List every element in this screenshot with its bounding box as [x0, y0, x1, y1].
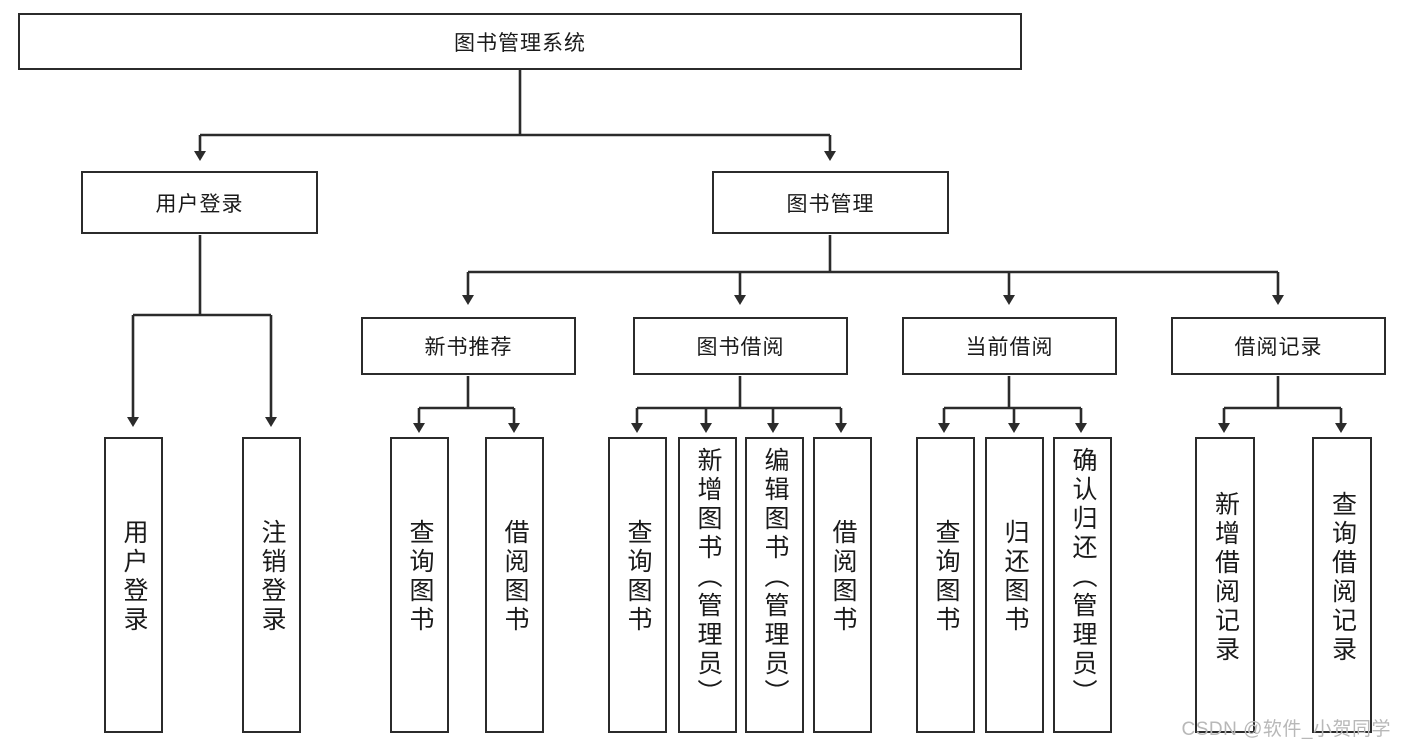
leaf-logout-login-label: 注销登录: [258, 519, 286, 635]
leaf-query-record-label: 查询借阅记录: [1328, 491, 1357, 665]
node-book-manage[interactable]: 图书管理: [712, 171, 949, 234]
leaf-edit-book-label: 编辑图书（管理员）: [761, 447, 789, 708]
leaf-add-record[interactable]: 新增借阅记录: [1195, 437, 1255, 733]
leaf-query-record[interactable]: 查询借阅记录: [1312, 437, 1372, 733]
node-root-label: 图书管理系统: [454, 31, 586, 55]
node-user-login-label: 用户登录: [155, 192, 244, 216]
leaf-query-book-1-label: 查询图书: [406, 519, 434, 635]
leaf-add-book-label: 新增图书（管理员）: [694, 447, 722, 708]
node-book-borrow-label: 图书借阅: [696, 336, 785, 359]
leaf-add-book[interactable]: 新增图书（管理员）: [678, 437, 737, 733]
node-book-borrow[interactable]: 图书借阅: [633, 317, 848, 375]
leaf-edit-book[interactable]: 编辑图书（管理员）: [745, 437, 804, 733]
leaf-query-book-2[interactable]: 查询图书: [608, 437, 667, 733]
node-root[interactable]: 图书管理系统: [18, 13, 1022, 70]
leaf-add-record-label: 新增借阅记录: [1211, 491, 1240, 665]
leaf-logout-login[interactable]: 注销登录: [242, 437, 301, 733]
leaf-query-book-2-label: 查询图书: [624, 519, 652, 635]
leaf-borrow-book-2[interactable]: 借阅图书: [813, 437, 872, 733]
leaf-query-book-3[interactable]: 查询图书: [916, 437, 975, 733]
node-current-borrow[interactable]: 当前借阅: [902, 317, 1117, 375]
leaf-borrow-book-2-label: 借阅图书: [829, 519, 857, 635]
leaf-user-login[interactable]: 用户登录: [104, 437, 163, 733]
node-borrow-record[interactable]: 借阅记录: [1171, 317, 1386, 375]
leaf-confirm-return[interactable]: 确认归还（管理员）: [1053, 437, 1112, 733]
leaf-confirm-return-label: 确认归还（管理员）: [1069, 447, 1097, 708]
leaf-query-book-1[interactable]: 查询图书: [390, 437, 449, 733]
leaf-query-book-3-label: 查询图书: [932, 519, 960, 635]
node-book-manage-label: 图书管理: [786, 192, 875, 216]
node-new-book-recommend[interactable]: 新书推荐: [361, 317, 576, 375]
leaf-user-login-label: 用户登录: [120, 519, 148, 635]
leaf-borrow-book-1-label: 借阅图书: [501, 519, 529, 635]
leaf-borrow-book-1[interactable]: 借阅图书: [485, 437, 544, 733]
leaf-return-book[interactable]: 归还图书: [985, 437, 1044, 733]
watermark: CSDN @软件_小贺同学: [1181, 719, 1391, 740]
node-new-book-recommend-label: 新书推荐: [424, 336, 513, 359]
node-user-login[interactable]: 用户登录: [81, 171, 318, 234]
leaf-return-book-label: 归还图书: [1001, 519, 1029, 635]
node-borrow-record-label: 借阅记录: [1234, 336, 1323, 359]
node-current-borrow-label: 当前借阅: [965, 336, 1054, 359]
